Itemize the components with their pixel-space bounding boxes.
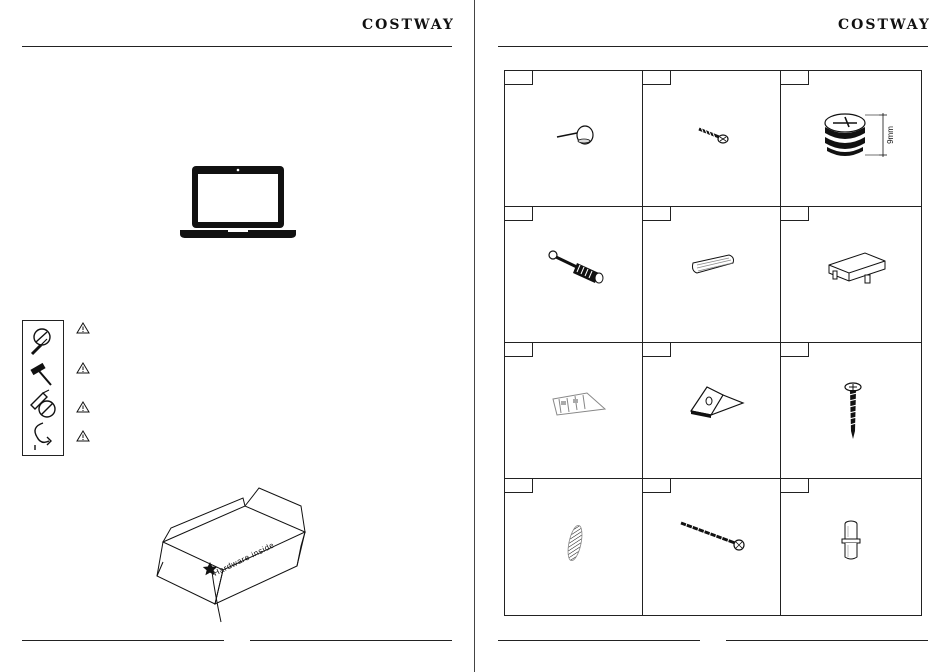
parts-grid: 9mm	[504, 70, 922, 616]
part-cell	[643, 207, 781, 343]
part-cell	[505, 71, 643, 207]
part-cell	[781, 343, 921, 479]
dimension-label: 9mm	[886, 126, 895, 144]
header-rule	[22, 46, 452, 47]
part-tag	[643, 71, 671, 85]
tools-box	[22, 320, 64, 456]
part-tag	[505, 343, 533, 357]
warning-icon	[76, 401, 90, 413]
flat-nail-icon	[555, 121, 595, 151]
right-page: COSTWAY	[476, 0, 950, 672]
part-tag	[781, 479, 809, 493]
power-drill-icon	[27, 389, 57, 419]
part-tag	[643, 479, 671, 493]
part-cell: 9mm	[781, 71, 921, 207]
wall-anchor-icon	[549, 389, 609, 421]
part-tag	[643, 343, 671, 357]
part-cell	[643, 479, 781, 615]
screwdriver-icon	[27, 327, 57, 357]
part-tag	[781, 71, 809, 85]
shelf-pin-icon	[839, 519, 863, 563]
hardware-carton-icon: Hardware inside	[155, 484, 315, 624]
plastic-clip-icon	[825, 247, 889, 287]
footer-rule-right	[726, 640, 928, 641]
hammer-icon	[27, 361, 57, 389]
carton-label: Hardware inside	[212, 540, 276, 577]
header-rule	[498, 46, 928, 47]
part-cell	[643, 343, 781, 479]
part-tag	[781, 207, 809, 221]
part-tag	[505, 71, 533, 85]
part-tag	[505, 479, 533, 493]
wooden-dowel-icon	[689, 253, 739, 277]
footer-rule-left	[22, 640, 224, 641]
part-tag	[781, 343, 809, 357]
brand-logo: COSTWAY	[838, 17, 931, 33]
footer-rule-right	[250, 640, 452, 641]
brand-logo: COSTWAY	[362, 17, 455, 33]
page-divider	[474, 0, 475, 672]
long-screw-icon	[679, 517, 749, 557]
part-cell	[643, 71, 781, 207]
warning-icon	[76, 322, 90, 334]
part-cell	[505, 479, 643, 615]
part-tag	[643, 207, 671, 221]
laptop-icon	[180, 166, 296, 240]
warning-icon	[76, 430, 90, 442]
corner-bracket-icon	[687, 383, 747, 419]
part-cell	[781, 207, 921, 343]
part-cell	[781, 479, 921, 615]
left-page: COSTWAY	[0, 0, 474, 672]
cam-bolt-icon	[547, 249, 611, 289]
part-tag	[505, 207, 533, 221]
warning-icon	[76, 362, 90, 374]
wrench-icon	[27, 421, 57, 451]
short-screw-icon	[697, 123, 731, 147]
cover-cap-icon	[565, 523, 585, 563]
part-cell	[505, 207, 643, 343]
wood-screw-icon	[841, 381, 865, 441]
cam-lock-icon: 9mm	[815, 109, 905, 167]
part-cell	[505, 343, 643, 479]
footer-rule-left	[498, 640, 700, 641]
